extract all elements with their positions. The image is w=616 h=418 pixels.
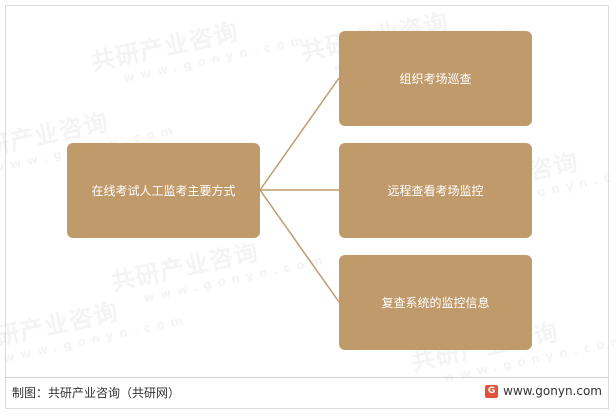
source-caption: 制图：共研产业咨询（共研网） [12,386,181,400]
child-node-label: 远程查看考场监控 [387,184,484,198]
connector-bottom [259,189,340,303]
child-node-1: 组织考场巡查 [339,31,532,126]
root-node: 在线考试人工监考主要方式 [67,143,260,238]
site-url: www.gonyn.com [503,384,602,398]
child-node-label: 组织考场巡查 [399,72,472,86]
child-node-3: 复查系统的监控信息 [339,255,532,350]
footer-divider [5,377,609,378]
child-node-2: 远程查看考场监控 [339,143,532,238]
root-node-label: 在线考试人工监考主要方式 [91,184,236,198]
site-credit: G www.gonyn.com [485,384,602,398]
gonyn-logo-icon: G [485,384,499,398]
connector-top [259,77,340,191]
child-node-label: 复查系统的监控信息 [381,296,490,310]
